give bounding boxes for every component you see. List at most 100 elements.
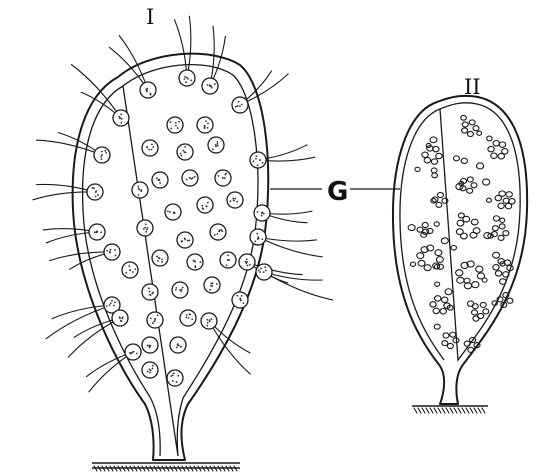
cell-one-interior-sphere bbox=[182, 170, 198, 186]
cell-one-peripheral-sphere bbox=[202, 78, 218, 94]
cell-one-interior-sphere bbox=[142, 337, 158, 353]
cell-two-granule bbox=[482, 278, 487, 282]
cell-one-interior-sphere bbox=[227, 192, 243, 208]
cell-two-granule bbox=[462, 122, 468, 127]
cell-one-spheres bbox=[87, 70, 272, 386]
cell-two-granule bbox=[499, 191, 505, 196]
cell-two-granule bbox=[431, 168, 437, 173]
pointer-g-label: G bbox=[327, 177, 348, 207]
cell-two-granule bbox=[500, 279, 507, 285]
cell-one-interior-sphere bbox=[210, 224, 226, 240]
cell-two-group: II bbox=[393, 75, 527, 413]
cell-one-group: I bbox=[33, 5, 333, 471]
cell-two-granule bbox=[493, 252, 500, 258]
ground-hatch-mark bbox=[470, 408, 473, 413]
cell-two-granule bbox=[476, 266, 483, 272]
cell-two-granule bbox=[499, 142, 505, 147]
cell-one-peripheral-sphere bbox=[104, 244, 120, 260]
cell-two-granule bbox=[408, 225, 415, 231]
cell-two-granule bbox=[430, 302, 436, 307]
cell-two-granule bbox=[410, 262, 415, 266]
cell-two-granule bbox=[430, 137, 437, 143]
cell-two-granule bbox=[440, 308, 446, 313]
cell-two-granule bbox=[483, 179, 490, 185]
cell-one-hair bbox=[209, 321, 250, 374]
cell-two-granule bbox=[451, 245, 456, 250]
cell-two-granule bbox=[493, 141, 499, 146]
cell-two-granule bbox=[418, 260, 425, 266]
cell-two-granule bbox=[491, 153, 497, 158]
ground-hatch-mark bbox=[422, 408, 425, 413]
cell-two-granule bbox=[441, 238, 448, 244]
ground-hatch-mark bbox=[462, 408, 465, 413]
cell-two-granule bbox=[456, 270, 463, 276]
cell-one-peripheral-sphere bbox=[125, 344, 141, 360]
ground-hatch-mark bbox=[438, 408, 441, 413]
cell-one-peripheral-sphere bbox=[140, 82, 156, 98]
cell-two-granule bbox=[467, 177, 473, 182]
cell-two-granule bbox=[472, 282, 479, 288]
cell-two-granule bbox=[434, 222, 439, 226]
cell-one-interior-sphere bbox=[122, 262, 138, 278]
cell-one-interior-sphere bbox=[137, 220, 153, 236]
cell-one-peripheral-sphere bbox=[250, 229, 266, 245]
cell-two-granule bbox=[467, 131, 473, 136]
ground-hatch-mark bbox=[454, 408, 457, 413]
ground-hatch-mark bbox=[446, 408, 449, 413]
cell-two-granule bbox=[488, 146, 494, 151]
cell-one-peripheral-sphere bbox=[254, 205, 270, 221]
cell-two-label: II bbox=[464, 75, 481, 99]
cell-two-granule bbox=[493, 216, 499, 221]
ground-hatch-mark bbox=[466, 408, 469, 413]
cell-two-granule bbox=[472, 310, 478, 315]
cell-two-granule bbox=[498, 235, 504, 240]
cell-one-peripheral-sphere bbox=[94, 147, 110, 163]
cell-one-interior-sphere bbox=[147, 312, 163, 328]
ground-hatch-mark bbox=[482, 408, 485, 413]
cell-two-granule bbox=[492, 226, 498, 231]
cell-one-interior-sphere bbox=[177, 232, 193, 248]
cell-two-granule bbox=[432, 173, 438, 178]
ground-hatch-mark bbox=[426, 408, 429, 413]
cell-two-granule bbox=[437, 192, 443, 197]
cell-one-hair bbox=[187, 16, 191, 78]
cell-one-interior-sphere bbox=[152, 250, 168, 266]
cell-two-granule bbox=[470, 232, 477, 238]
cell-two-granule bbox=[435, 296, 441, 301]
cell-one-interior-sphere bbox=[142, 140, 158, 156]
cell-one-interior-sphere bbox=[177, 144, 193, 160]
cell-one-peripheral-sphere bbox=[113, 110, 129, 126]
cell-one-interior-sphere bbox=[187, 254, 203, 270]
cell-two-granule bbox=[477, 163, 484, 169]
cell-two-granule bbox=[471, 219, 478, 225]
cell-two-granule bbox=[461, 158, 467, 163]
cell-two-granule bbox=[507, 298, 513, 303]
cell-two-granule bbox=[417, 253, 424, 259]
cell-two-granule bbox=[434, 324, 440, 329]
cell-one-interior-sphere bbox=[220, 252, 236, 268]
cell-two-granule bbox=[498, 153, 504, 158]
ground-hatch-mark bbox=[434, 408, 437, 413]
ground-hatch-mark bbox=[414, 408, 417, 413]
cell-two-granule bbox=[499, 224, 505, 229]
cell-one-peripheral-sphere bbox=[87, 184, 103, 200]
cell-one-peripheral-sphere bbox=[250, 152, 266, 168]
cell-two-granule bbox=[433, 308, 439, 313]
cell-one-hair bbox=[264, 272, 322, 280]
cell-one-interior-sphere bbox=[167, 370, 183, 386]
cell-one-label: I bbox=[146, 5, 154, 29]
cell-two-granule bbox=[477, 131, 482, 135]
cell-two-granule bbox=[424, 265, 431, 271]
cell-one-interior-sphere bbox=[180, 310, 196, 326]
cell-two-granule bbox=[473, 126, 479, 131]
cell-one-hair bbox=[264, 272, 333, 300]
cell-one-hair bbox=[36, 140, 102, 155]
cell-two-granule bbox=[505, 203, 511, 208]
cell-two-granule bbox=[457, 277, 464, 283]
ground-hatch-mark bbox=[430, 408, 433, 413]
cell-one-hair bbox=[68, 318, 120, 357]
cell-two-granule bbox=[442, 297, 448, 302]
cell-one-interior-sphere bbox=[142, 362, 158, 378]
cell-one-outer-wall bbox=[73, 54, 269, 460]
cell-one-peripheral-sphere bbox=[89, 224, 105, 240]
